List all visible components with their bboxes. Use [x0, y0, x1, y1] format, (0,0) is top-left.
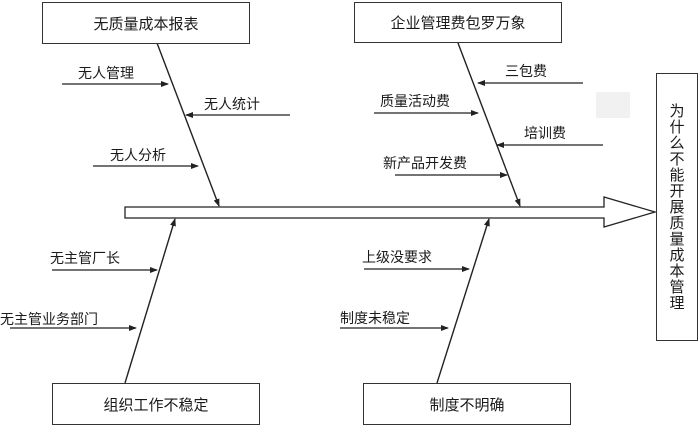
category-box-report: 无质量成本报表	[42, 2, 250, 44]
bone-organization	[124, 218, 176, 384]
category-box-fees: 企业管理费包罗万象	[354, 2, 562, 43]
cause-label: 无主管厂长	[50, 251, 120, 267]
cause-label: 上级没要求	[362, 250, 432, 266]
category-label: 组织工作不稳定	[103, 395, 209, 414]
category-box-organization: 组织工作不稳定	[52, 383, 260, 425]
category-label: 企业管理费包罗万象	[390, 14, 526, 32]
bone-report	[156, 42, 220, 207]
bone-system	[436, 218, 490, 384]
spine-arrow	[124, 196, 658, 228]
effect-label: 为什么不能开展质量成本管理	[667, 103, 686, 311]
category-label: 制度不明确	[429, 395, 505, 414]
cause-label: 无主管业务部门	[0, 312, 98, 328]
cause-label: 无人统计	[204, 97, 260, 113]
cause-label: 制度未稳定	[340, 311, 410, 327]
cause-label: 质量活动费	[380, 94, 450, 110]
cause-label: 新产品开发费	[383, 156, 467, 172]
cause-label: 培训费	[524, 126, 566, 142]
category-label: 无质量成本报表	[93, 14, 199, 33]
bone-fees	[457, 42, 521, 207]
cause-label: 无人管理	[78, 66, 134, 82]
cause-label: 无人分析	[110, 148, 166, 164]
effect-box: 为什么不能开展质量成本管理	[656, 73, 698, 341]
category-box-system: 制度不明确	[363, 383, 571, 425]
cause-label: 三包费	[505, 64, 547, 80]
scan-smudge	[596, 92, 630, 118]
